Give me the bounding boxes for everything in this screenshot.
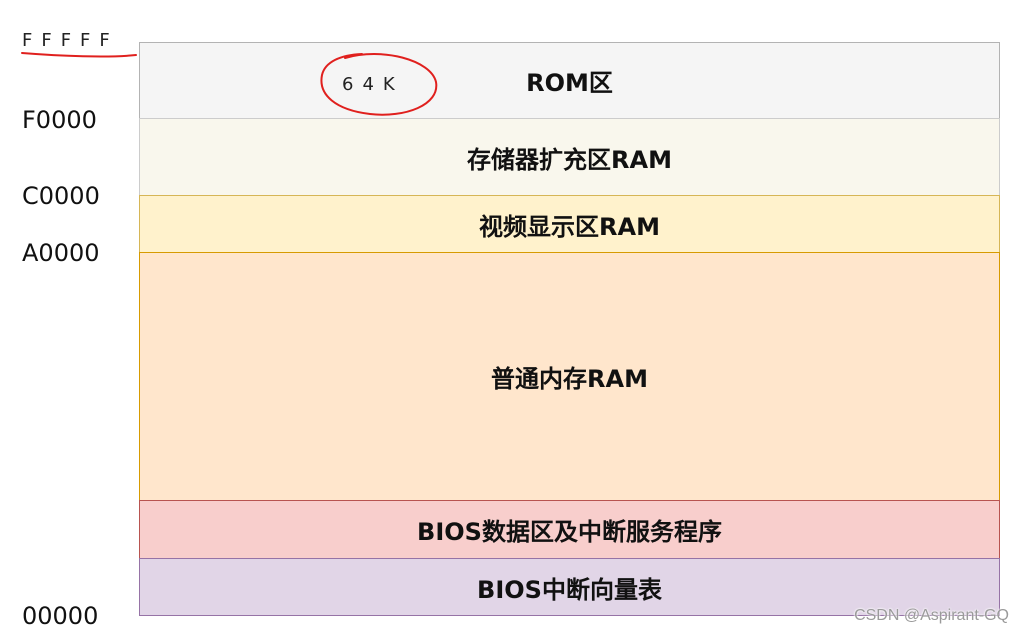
region-label: ROM区 (526, 69, 613, 97)
region-memory-expansion-ram: 存储器扩充区RAM (139, 118, 1000, 196)
address-label-00000: 00000 (22, 602, 99, 630)
region-label: BIOS数据区及中断服务程序 (417, 518, 722, 546)
region-label: 普通内存RAM (491, 365, 648, 393)
region-label: BIOS中断向量表 (477, 575, 662, 604)
watermark: CSDN @Aspirant-GQ (854, 607, 1009, 624)
region-label: 视频显示区RAM (479, 212, 660, 241)
region-video-display-ram: 视频显示区RAM (139, 195, 1000, 253)
size-note-64k: 64K (342, 74, 404, 95)
address-label-f0000: F0000 (22, 106, 97, 134)
address-label-c0000: C0000 (22, 182, 100, 210)
region-label: 存储器扩充区RAM (467, 145, 672, 174)
address-label-fffff: FFFFF (22, 30, 119, 51)
region-rom: ROM区 (139, 42, 1000, 119)
address-label-a0000: A0000 (22, 239, 100, 267)
region-bios-data-isr: BIOS数据区及中断服务程序 (139, 500, 1000, 559)
region-bios-interrupt-vector-table: BIOS中断向量表 (139, 558, 1000, 616)
region-conventional-ram: 普通内存RAM (139, 252, 1000, 501)
